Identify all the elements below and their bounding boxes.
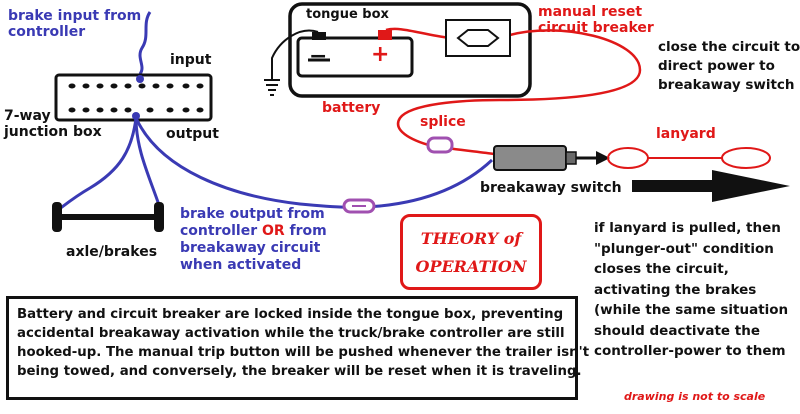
theory-of-operation-box: THEORY of OPERATION: [400, 214, 542, 290]
brake-output-label: brake output from controller OR from bre…: [180, 206, 327, 274]
close-line3: breakaway switch: [658, 77, 795, 93]
breakaway-switch-label: breakaway switch: [480, 180, 622, 196]
manual-reset-line1: manual reset: [538, 4, 643, 20]
axle-wire-left: [57, 117, 138, 212]
brake-input-line2: controller: [8, 24, 86, 41]
tongue-box-label: tongue box: [306, 7, 389, 22]
if-line4: activating the brakes: [594, 281, 757, 298]
brake-input-line1: brake input from: [8, 8, 142, 24]
junction-line2: junction box: [4, 124, 102, 141]
lanyard-label: lanyard: [656, 126, 716, 142]
if-line3: closes the circuit,: [594, 261, 729, 277]
close-line2: direct power to: [658, 58, 775, 74]
axle-wire-right: [134, 117, 162, 209]
if-line7: controller-power to them: [594, 343, 786, 359]
brake-out-line4: when activated: [180, 257, 302, 273]
junction-box: [54, 73, 213, 122]
battery-minus: −: [309, 44, 328, 69]
note-line-1: Battery and circuit breaker are locked i…: [17, 307, 564, 322]
ground-icon: [264, 79, 280, 96]
lanyard-icon: [607, 147, 771, 169]
breakaway-switch-icon: [493, 145, 610, 171]
brake-out-line2a: controller: [180, 223, 262, 239]
theory-line2: OPERATION: [415, 257, 527, 276]
battery-to-breaker-wire: [385, 27, 451, 40]
lanyard-pulled-note: if lanyard is pulled, then "plunger-out"…: [594, 218, 788, 362]
brake-input-wire: [138, 11, 152, 75]
battery-plus: +: [371, 42, 390, 67]
manual-reset-label: manual reset circuit breaker: [538, 4, 654, 36]
brake-output-wire: [134, 117, 494, 209]
splice-upper: [426, 136, 454, 154]
brake-out-line3: breakaway circuit: [180, 240, 321, 256]
theory-line1: THEORY of: [420, 229, 522, 248]
brake-out-or: OR: [261, 223, 285, 239]
brake-input-label: brake input from controller: [8, 8, 141, 40]
if-line2: "plunger-out" condition: [594, 240, 774, 257]
junction-line1: 7-way: [4, 108, 51, 124]
axle: [52, 202, 164, 232]
close-circuit-label: close the circuit to direct power to bre…: [658, 38, 800, 95]
junction-box-label: 7-way junction box: [4, 108, 102, 140]
note-line-3: hooked-up. The manual trip button will b…: [17, 345, 590, 360]
note-line-4: being towed, and conversely, the breaker…: [17, 364, 582, 379]
input-label: input: [170, 52, 212, 68]
circuit-breaker-icon: [445, 19, 511, 57]
axle-label: axle/brakes: [66, 244, 158, 260]
explanation-note-box: Battery and circuit breaker are locked i…: [6, 296, 590, 400]
ground-wire: [271, 29, 319, 80]
battery-icon: [296, 30, 414, 78]
if-line1: if lanyard is pulled, then: [594, 220, 781, 236]
battery-label: battery: [322, 100, 381, 116]
if-line6: should deactivate the: [594, 322, 760, 339]
note-line-2: accidental breakaway activation while th…: [17, 326, 565, 341]
brake-out-line2b: from: [284, 223, 327, 239]
scale-note: drawing is not to scale: [624, 390, 766, 403]
if-line5: (while the same situation: [594, 302, 789, 318]
close-line1: close the circuit to: [658, 39, 800, 55]
manual-reset-line2: circuit breaker: [538, 20, 654, 37]
splice-label: splice: [420, 114, 466, 130]
direction-arrow-icon: [632, 170, 790, 202]
brake-out-line1: brake output from: [180, 206, 325, 222]
output-label: output: [166, 126, 219, 142]
